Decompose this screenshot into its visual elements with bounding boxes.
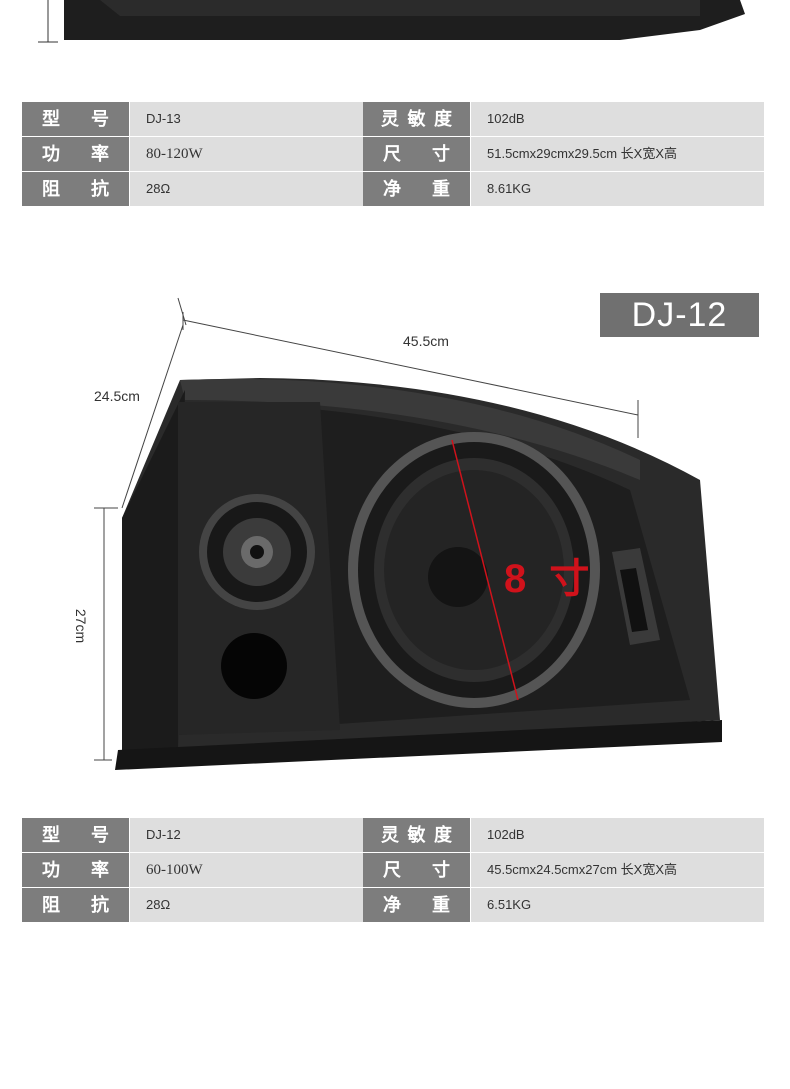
label-sensitivity: 灵敏度 — [363, 102, 470, 136]
spec-row-impedance: 阻抗 28Ω 净重 8.61KG — [22, 172, 764, 206]
label-size: 尺寸 — [363, 137, 470, 171]
label-model: 型号 — [22, 818, 129, 852]
label-power: 功率 — [22, 853, 129, 887]
dimension-depth-label: 24.5cm — [94, 388, 140, 404]
label-weight: 净重 — [363, 172, 470, 206]
value-size: 45.5cmx24.5cmx27cm 长X宽X高 — [471, 853, 764, 887]
speaker-product-image — [94, 297, 722, 770]
value-impedance: 28Ω — [130, 172, 363, 206]
spec-table-dj13: 型号 DJ-13 灵敏度 102dB 功率 80-120W 尺寸 51.5cmx… — [22, 102, 764, 207]
value-model: DJ-13 — [130, 102, 363, 136]
dimension-height-label: 27cm — [73, 608, 90, 644]
spec-table-dj12: 型号 DJ-12 灵敏度 102dB 功率 60-100W 尺寸 45.5cmx… — [22, 818, 764, 923]
label-size: 尺寸 — [363, 853, 470, 887]
label-impedance: 阻抗 — [22, 172, 129, 206]
spec-row-power: 功率 60-100W 尺寸 45.5cmx24.5cmx27cm 长X宽X高 — [22, 853, 764, 887]
label-impedance: 阻抗 — [22, 888, 129, 922]
woofer-size-label: 8 寸 — [504, 557, 596, 601]
value-power: 80-120W — [130, 137, 363, 171]
label-power: 功率 — [22, 137, 129, 171]
label-weight: 净重 — [363, 888, 470, 922]
value-weight: 8.61KG — [471, 172, 764, 206]
spec-row-model: 型号 DJ-12 灵敏度 102dB — [22, 818, 764, 852]
value-impedance: 28Ω — [130, 888, 363, 922]
spec-row-impedance: 阻抗 28Ω 净重 6.51KG — [22, 888, 764, 922]
spec-row-model: 型号 DJ-13 灵敏度 102dB — [22, 102, 764, 136]
label-model: 型号 — [22, 102, 129, 136]
value-size: 51.5cmx29cmx29.5cm 长X宽X高 — [471, 137, 764, 171]
label-sensitivity: 灵敏度 — [363, 818, 470, 852]
value-sensitivity: 102dB — [471, 102, 764, 136]
speaker-top-crop-image — [38, 0, 745, 43]
dimension-length-label: 45.5cm — [403, 333, 449, 349]
value-power: 60-100W — [130, 853, 363, 887]
value-model: DJ-12 — [130, 818, 363, 852]
value-weight: 6.51KG — [471, 888, 764, 922]
model-badge: DJ-12 — [600, 293, 759, 337]
dimension-lines — [94, 297, 639, 761]
spec-row-power: 功率 80-120W 尺寸 51.5cmx29cmx29.5cm 长X宽X高 — [22, 137, 764, 171]
value-sensitivity: 102dB — [471, 818, 764, 852]
